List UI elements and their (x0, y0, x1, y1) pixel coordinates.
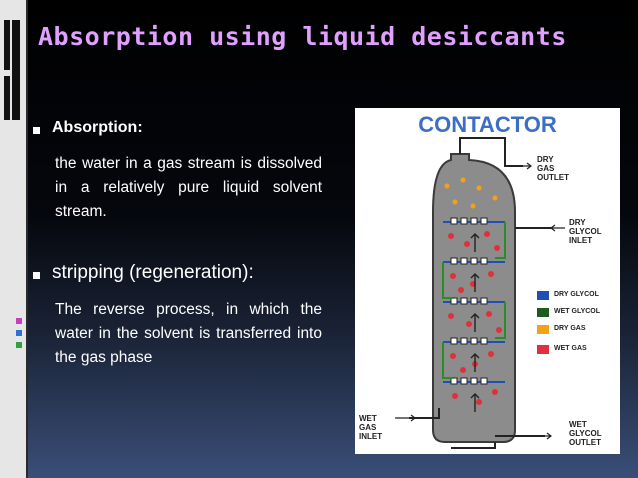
bullet-marker (33, 127, 40, 134)
bubble-caps (450, 217, 488, 385)
bullet-text-stripping: The reverse process, in which the water … (55, 301, 322, 366)
bullet-heading-stripping: stripping (regeneration): (52, 262, 254, 283)
wet-gas-inlet-pipe (409, 408, 440, 419)
bullet-heading-absorption: Absorption: (52, 119, 143, 136)
bullet-text-absorption: the water in a gas stream is dissolved i… (55, 155, 322, 220)
slide-divider (26, 0, 28, 478)
slide-left-strip (0, 0, 26, 478)
label-dry-glycol-inlet: DRY GLYCOL INLET (569, 218, 602, 245)
strip-bar (4, 76, 10, 120)
downcomers (442, 222, 506, 379)
dry-gas-outlet-pipe (459, 137, 523, 167)
label-dry-gas-outlet: DRY GAS OUTLET (537, 155, 569, 182)
legend-swatch (537, 291, 549, 300)
gas-flow-arrows (470, 233, 480, 412)
legend-label: WET GLYCOL (554, 308, 601, 315)
strip-bar (4, 20, 10, 70)
legend-swatch (537, 308, 549, 317)
wet-gas-dots (448, 231, 502, 405)
label-wet-gas-inlet: WET GAS INLET (359, 414, 383, 441)
legend-label: WET GAS (554, 345, 587, 352)
contactor-diagram (395, 137, 565, 449)
label-wet-glycol-outlet: WET GLYCOL OUTLET (569, 420, 602, 447)
legend-swatch (537, 325, 549, 334)
slide-title: Absorption using liquid desiccants (38, 22, 567, 51)
bullet-marker (33, 272, 40, 279)
contactor-figure: CONTACTOR (355, 108, 620, 454)
dry-gas-dots (444, 177, 498, 209)
legend-swatch (537, 345, 549, 354)
label-arrows (395, 162, 565, 440)
strip-mark (16, 330, 22, 336)
strip-bar (12, 20, 20, 120)
legend-label: DRY GAS (554, 325, 586, 332)
legend-label: DRY GLYCOL (554, 291, 599, 298)
figure-title: CONTACTOR (418, 112, 557, 137)
strip-mark (16, 318, 22, 324)
strip-mark (16, 342, 22, 348)
